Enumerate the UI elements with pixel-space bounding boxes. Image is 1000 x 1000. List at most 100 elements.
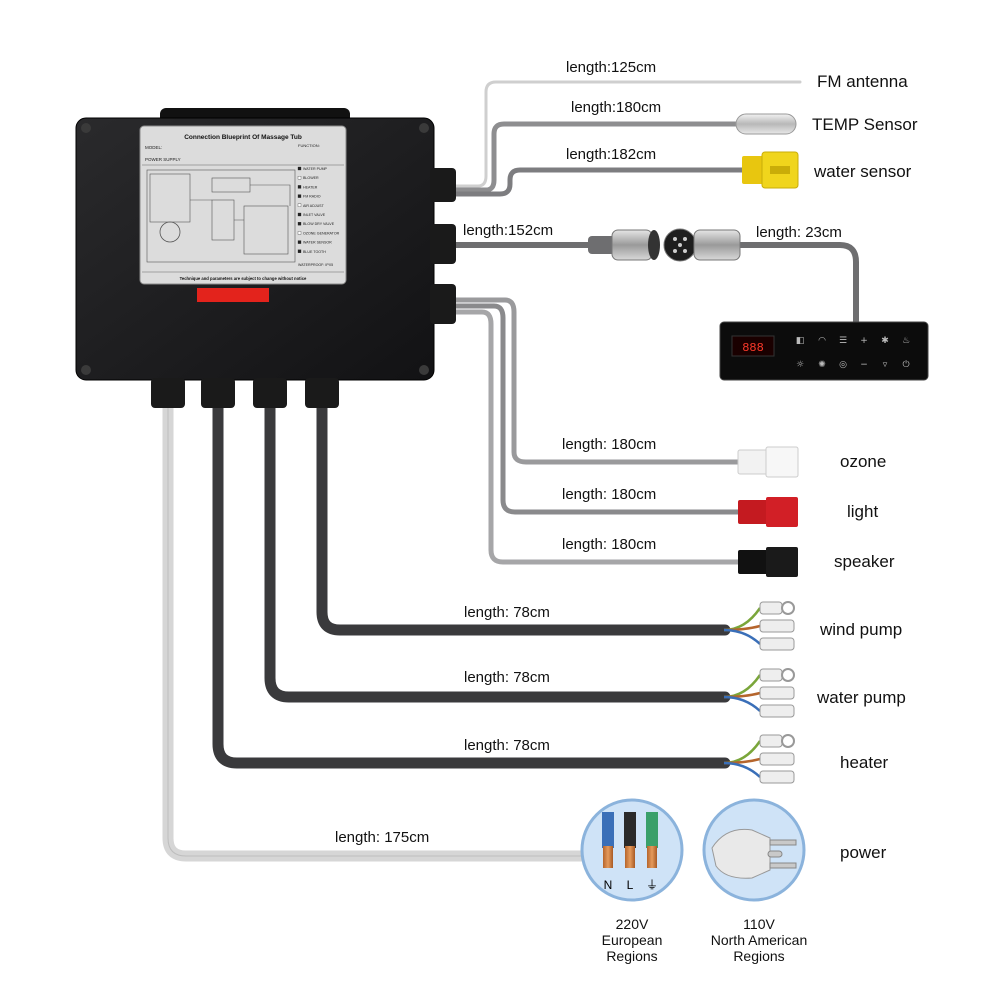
fm-antenna-length: length:125cm — [566, 59, 657, 76]
panel-icon-fan[interactable]: ✱ — [881, 336, 889, 346]
control-box: Connection Blueprint Of Massage Tub MODE… — [75, 108, 456, 408]
panel-display — [731, 335, 775, 357]
terminal-lug — [759, 704, 795, 718]
power-cable-edge — [167, 404, 589, 857]
sticker-function: FUNCTION: — [298, 143, 320, 148]
panel-icon-minus[interactable]: − — [860, 360, 868, 370]
sticker-function-item: BLUE TOOTH — [303, 250, 326, 254]
panel-cable-2 — [737, 242, 859, 325]
na-region-label: 110V North American Regions — [694, 916, 824, 964]
water-sensor-cable — [452, 167, 745, 197]
terminal-lug — [759, 619, 795, 633]
panel-icon-shower[interactable]: ♨ — [902, 336, 910, 346]
sticker-function-item: HEATER — [303, 185, 318, 189]
speaker-plug — [738, 547, 798, 577]
sticker-model: MODEL: — [145, 145, 162, 150]
sticker-function-box — [297, 166, 302, 171]
terminal-lug — [759, 668, 783, 682]
light-plug — [738, 497, 798, 527]
water-sensor-length: length:182cm — [566, 146, 657, 163]
panel-icon-power[interactable]: ⏻ — [902, 359, 909, 370]
heater-length: length: 78cm — [464, 737, 550, 754]
panel-icon-wifi[interactable]: ◠ — [818, 336, 826, 346]
temp-sensor-label: TEMP Sensor — [812, 115, 918, 134]
power-length: length: 175cm — [335, 829, 430, 846]
eu-pin-n: N — [604, 878, 613, 892]
terminal-bundle — [723, 668, 795, 718]
sticker-function-item: AIR ADJUST — [303, 204, 325, 208]
eu-region-label: 220V European Regions — [577, 916, 687, 964]
sticker-function-item: WATER PUMP — [303, 167, 328, 171]
sticker-function-item: BLOWER — [303, 176, 319, 180]
wind-pump-length: length: 78cm — [464, 604, 550, 621]
panel-display-digits: 888 — [742, 341, 764, 355]
na-voltage: 110V — [743, 916, 775, 932]
terminal-ring — [781, 668, 795, 682]
sticker-footer: Technique and parameters are subject to … — [180, 276, 307, 281]
cables — [162, 80, 859, 862]
sticker-function-box — [297, 176, 302, 180]
panel-icon-sun[interactable]: ✺ — [818, 360, 826, 370]
water-sensor-label: water sensor — [814, 162, 912, 181]
na-region-suffix: Regions — [733, 948, 785, 964]
speaker-cable — [452, 309, 743, 565]
eu-region-name: European — [601, 932, 663, 948]
sticker-function-item: OZONE GENERATOR — [303, 231, 340, 235]
temp-sensor-length: length:180cm — [571, 99, 662, 116]
light-label: light — [847, 502, 879, 521]
panel-lead-length: length: 23cm — [756, 224, 842, 241]
warning-label — [197, 288, 269, 302]
na-power-plug — [702, 798, 806, 902]
water-pump-label: water pump — [817, 688, 906, 707]
terminal-lug — [759, 770, 795, 784]
control-panel[interactable]: 888 ◧ ◠ ☰ + ✱ ♨ ☼ ✺ ◎ − ▿ ⏻ — [719, 321, 929, 381]
terminal-lug — [759, 637, 795, 651]
panel-icon-o3[interactable]: ◎ — [839, 360, 847, 370]
sticker-function-box — [297, 212, 302, 217]
panel-icon-fm[interactable]: ◧ — [796, 336, 805, 346]
light-length: length: 180cm — [562, 486, 657, 503]
ozone-plug — [737, 446, 799, 478]
sticker-function-item: BLOW DRY VALVE — [303, 222, 335, 226]
terminal-lug — [759, 752, 795, 766]
sticker-function-box — [297, 231, 302, 235]
terminal-ring — [781, 734, 795, 748]
water-pump-cable — [264, 399, 731, 703]
sticker-waterproof: WATERPROOF: IPX5 — [298, 263, 333, 267]
sticker-function-box — [297, 185, 302, 189]
sticker-title: Connection Blueprint Of Massage Tub — [184, 134, 302, 141]
fm-antenna-label: FM antenna — [817, 72, 908, 91]
terminal-lug — [759, 686, 795, 700]
wind-pump-cable — [316, 399, 731, 636]
terminal-lug — [759, 601, 783, 615]
light-cable — [452, 303, 743, 515]
terminal-bundle — [723, 601, 795, 651]
sticker-function-item: INLET VALVE — [303, 213, 326, 217]
sticker-function-item: FM RADIO — [303, 195, 321, 199]
terminal-lug — [759, 734, 783, 748]
power-label: power — [840, 843, 887, 862]
ozone-cable — [452, 297, 743, 465]
panel-icon-menu[interactable]: ☰ — [839, 336, 847, 346]
ozone-label: ozone — [840, 452, 887, 471]
ozone-length: length: 180cm — [562, 436, 657, 453]
terminal-bundles — [723, 601, 795, 784]
panel-icon-bulb[interactable]: ☼ — [796, 360, 804, 370]
terminal-wire — [723, 761, 761, 778]
sticker-function-box — [297, 249, 302, 253]
blueprint-sticker: Connection Blueprint Of Massage Tub MODE… — [139, 125, 347, 285]
sticker-power: POWER SUPPLY — [145, 157, 181, 162]
na-region-name: North American — [710, 932, 808, 948]
terminal-ring — [781, 601, 795, 615]
panel-icon-plus[interactable]: + — [860, 336, 868, 346]
heater-cable — [212, 399, 731, 769]
sticker-function-box — [297, 240, 302, 244]
panel-aviation-plug-male — [663, 228, 741, 262]
terminal-bundle — [723, 734, 795, 784]
heater-label: heater — [840, 753, 889, 772]
bottom-glands — [151, 378, 339, 408]
temp-sensor-probe — [735, 113, 797, 135]
panel-icon-vol[interactable]: ▿ — [883, 360, 888, 370]
water-pump-length: length: 78cm — [464, 669, 550, 686]
